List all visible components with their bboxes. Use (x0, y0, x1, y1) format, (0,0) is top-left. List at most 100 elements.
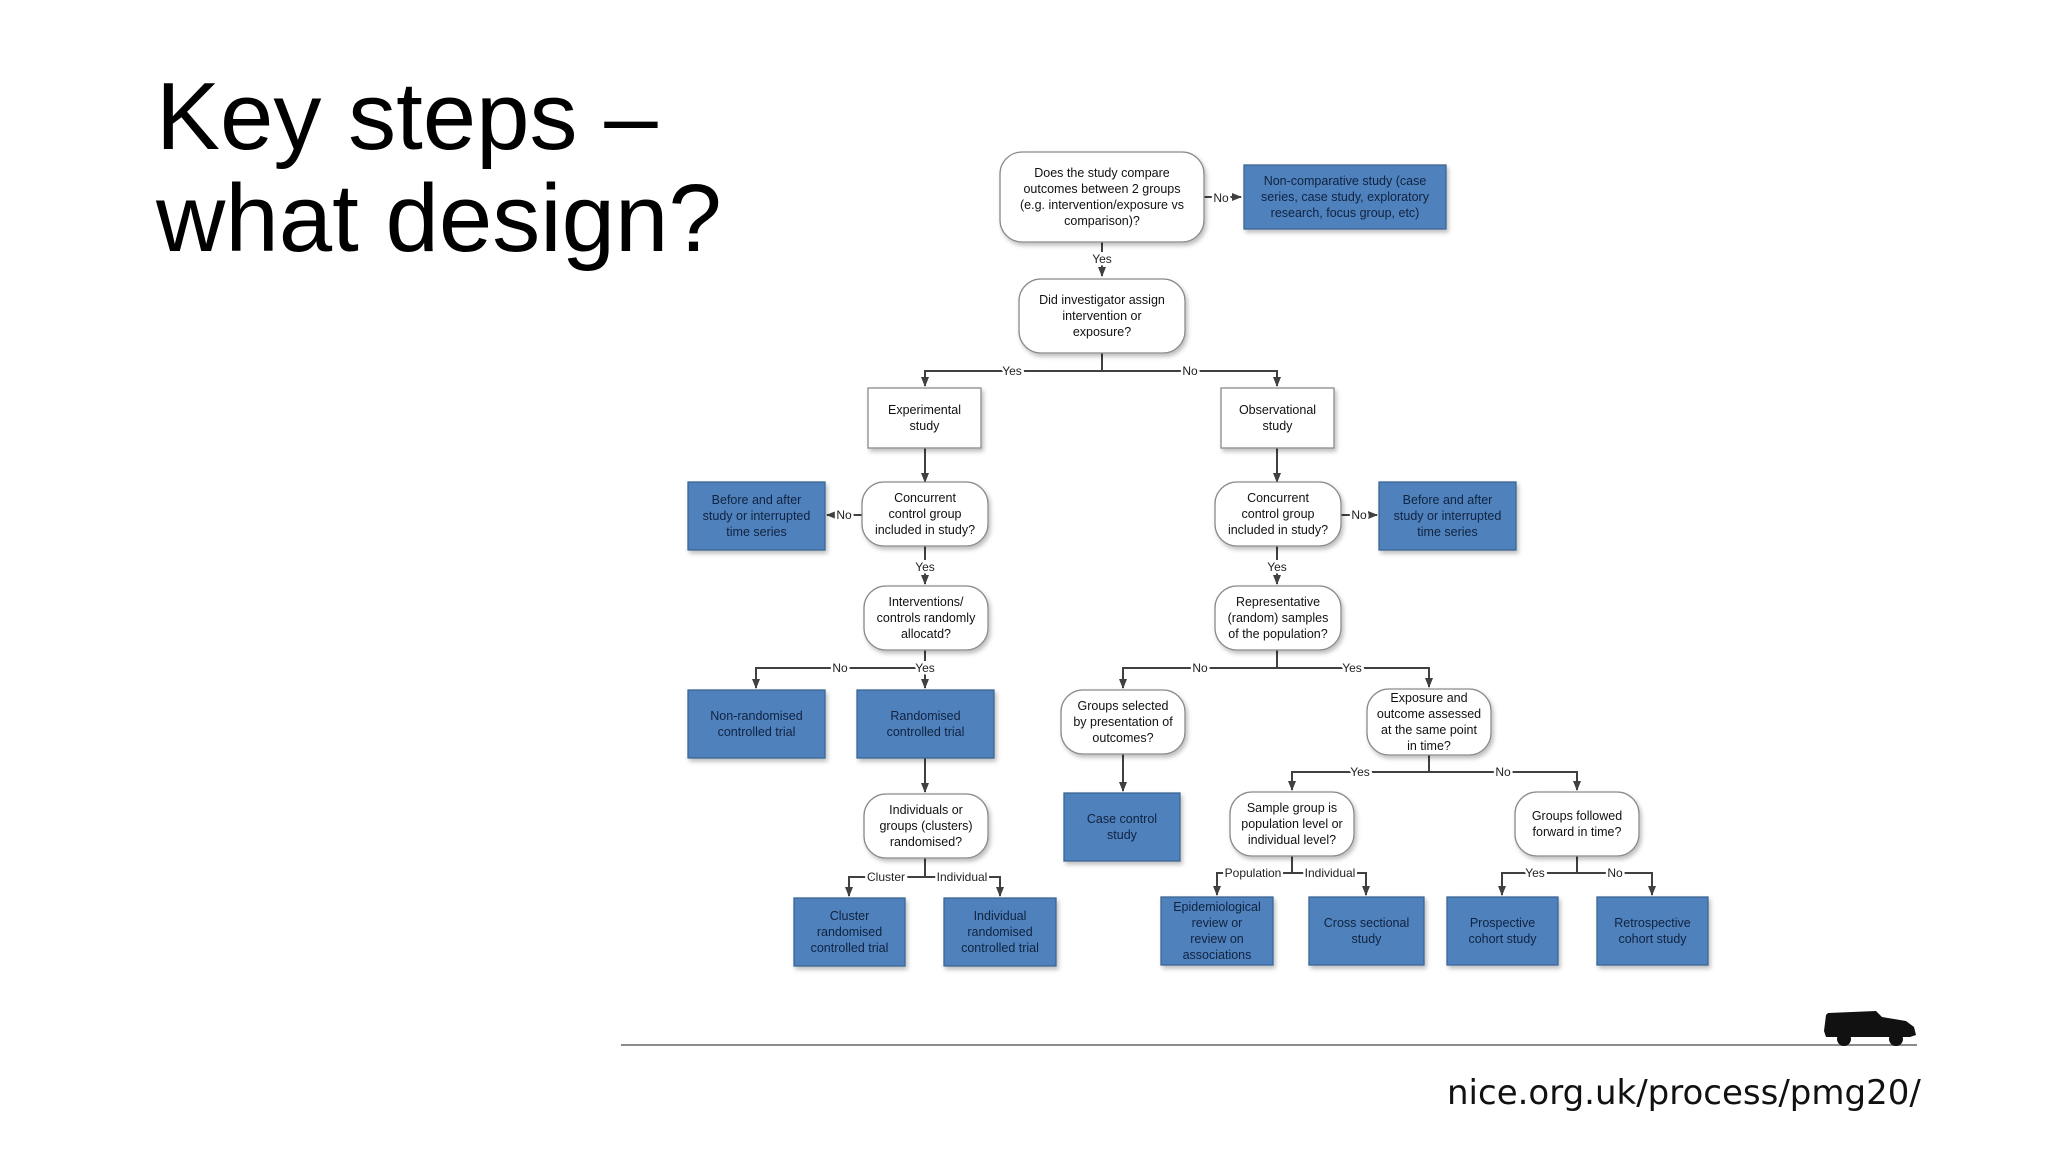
node-shape-compare (999, 151, 1205, 243)
edge-line-sample-population (1213, 856, 1293, 896)
edge-sample-individual: Individual (1292, 864, 1370, 896)
node-text-line: intervention or (1062, 309, 1141, 323)
node-text-line: Individual (974, 909, 1027, 923)
edge-label-concexp-no: No (836, 508, 852, 522)
edge-line-forward-no (1577, 872, 1656, 896)
edge-label-alloc-no: No (832, 661, 848, 675)
slide-title-line1: Key steps – (156, 63, 658, 170)
edge-line-forward-yes (1498, 856, 1578, 896)
node-text-line: study or interrupted (1394, 509, 1502, 523)
edge-line-alloc-no (752, 650, 926, 689)
node-text-line: randomised? (890, 835, 962, 849)
node-shape-exposure-same (1366, 688, 1492, 756)
edge-line-sample-individual (1292, 872, 1370, 896)
node-shape-cross-sectional (1308, 896, 1425, 966)
node-text-line: allocatd? (901, 627, 951, 641)
node-retrospective: Retrospective cohort study (1596, 896, 1709, 966)
edge-label-forward-no: No (1607, 866, 1623, 880)
node-text-line: Prospective (1470, 916, 1535, 930)
node-text-line: individual level? (1248, 833, 1336, 847)
node-shape-sample-level (1229, 791, 1355, 857)
edge-line-assign-yes (921, 353, 1103, 387)
node-shape-epidemiological (1160, 896, 1274, 966)
node-text-line: review on (1190, 932, 1244, 946)
edge-indiv-cluster: Cluster (845, 858, 926, 897)
node-text-line: Epidemiological (1173, 900, 1261, 914)
node-text-line: associations (1183, 948, 1252, 962)
node-case-control: Case control study (1063, 792, 1181, 862)
node-text-line: cohort study (1468, 932, 1537, 946)
node-text-line: Cross sectional (1324, 916, 1409, 930)
node-text-line: Interventions/ (888, 595, 964, 609)
node-shape-randomised (856, 689, 995, 759)
node-text-line: study or interrupted (703, 509, 811, 523)
node-text-line: Groups selected (1077, 699, 1168, 713)
node-text-line: Individuals or (889, 803, 963, 817)
edge-exposure-yes: Yes (1288, 755, 1430, 791)
node-shape-nonrandomised (687, 689, 826, 759)
edge-label-compare-no: No (1213, 191, 1229, 205)
node-shape-before-after-obs (1378, 481, 1517, 551)
edge-line-assign-no (1102, 370, 1281, 387)
node-text-line: controlled trial (961, 941, 1039, 955)
node-sample-level: Sample group is population level or indivi… (1229, 791, 1355, 857)
node-text-line: Retrospective (1614, 916, 1690, 930)
node-text-line: at the same point (1381, 723, 1477, 737)
slide-title-line2: what design? (156, 165, 722, 272)
node-shape-representative (1214, 585, 1342, 651)
edge-line-rep-yes (1277, 667, 1433, 688)
node-shape-conc-obs (1214, 481, 1342, 547)
node-prospective: Prospective cohort study (1446, 896, 1559, 966)
slide-title: Key steps – what design? (156, 66, 856, 270)
node-shape-cluster-rct (793, 897, 906, 967)
node-text-line: review or (1192, 916, 1243, 930)
edge-compare-no: No (1204, 189, 1242, 208)
node-text-line: Before and after (1403, 493, 1493, 507)
edge-label-rep-no: No (1192, 661, 1208, 675)
node-text-line: controlled trial (887, 725, 965, 739)
node-text-line: cohort study (1618, 932, 1687, 946)
edge-rep-yes: Yes (1277, 659, 1433, 688)
edge-alloc-no: No (752, 650, 926, 689)
edge-line-exposure-yes (1288, 755, 1430, 791)
node-text-line: Did investigator assign (1039, 293, 1165, 307)
edge-label-compare-yes: Yes (1092, 252, 1112, 266)
node-text-line: in time? (1407, 739, 1451, 753)
node-text-line: Experimental (888, 403, 961, 417)
edge-alloc-yes: Yes (913, 659, 937, 689)
edge-sample-population: Population (1213, 856, 1293, 896)
node-text-line: population level or (1241, 817, 1342, 831)
node-shape-retrospective (1596, 896, 1709, 966)
node-text-line: Cluster (830, 909, 870, 923)
node-text-line: study (1107, 828, 1138, 842)
edge-label-sample-population: Population (1225, 866, 1282, 880)
node-text-line: Sample group is (1247, 801, 1337, 815)
node-shape-followed-forward (1514, 791, 1640, 857)
node-text-line: Case control (1087, 812, 1157, 826)
node-shape-conc-exp (861, 481, 989, 547)
node-text-line: Observational (1239, 403, 1316, 417)
node-text-line: of the population? (1228, 627, 1327, 641)
node-text-line: study (1263, 419, 1294, 433)
edge-indiv-individual: Individual (925, 868, 1004, 897)
edge-label-rep-yes: Yes (1342, 661, 1362, 675)
edge-concobs-yes: Yes (1265, 546, 1289, 585)
node-shape-indiv-groups (863, 793, 989, 859)
node-text-line: included in study? (875, 523, 975, 537)
edge-line-indiv-cluster (845, 858, 926, 897)
node-text-line: included in study? (1228, 523, 1328, 537)
